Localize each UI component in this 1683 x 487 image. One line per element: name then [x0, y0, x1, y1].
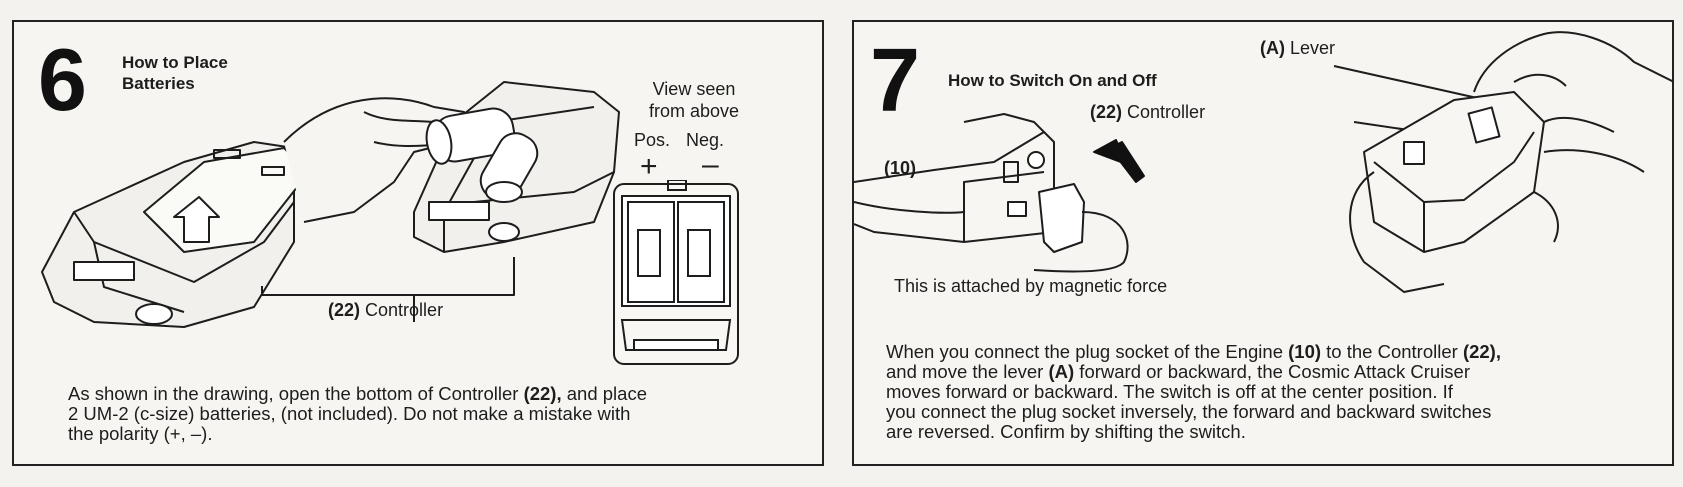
neg-label: Neg.	[686, 130, 725, 150]
step-title: How to Place Batteries	[122, 53, 228, 93]
plus-sign: +	[640, 150, 658, 183]
lever-label: (A) Lever	[1260, 38, 1336, 58]
top-view-illustration	[613, 180, 739, 365]
minus-sign: –	[702, 148, 719, 181]
battery-placement-illustration	[41, 81, 620, 328]
step-number: 6	[38, 30, 87, 129]
step-7-panel: 7 How to Switch On and Off (10) (22) Con…	[852, 20, 1674, 466]
step-6-panel: 6 How to Place Batteries	[12, 20, 824, 466]
magnet-note: This is attached by magnetic force	[894, 276, 1168, 296]
step-title: How to Switch On and Off	[948, 71, 1157, 90]
hands-holding-controller-illustration	[1333, 31, 1674, 293]
step-7-instructions: When you connect the plug socket of the …	[886, 341, 1501, 442]
pos-label: Pos.	[634, 130, 671, 150]
engine-label: (10)	[884, 158, 917, 178]
controller-label: (22) Controller	[1090, 102, 1206, 122]
controller-label: (22) Controller	[328, 300, 444, 320]
step-6-instructions: As shown in the drawing, open the bottom…	[68, 383, 647, 444]
step-number: 7	[870, 31, 921, 131]
engine-connection-illustration	[854, 113, 1145, 273]
view-note: View seen from above	[648, 79, 740, 121]
